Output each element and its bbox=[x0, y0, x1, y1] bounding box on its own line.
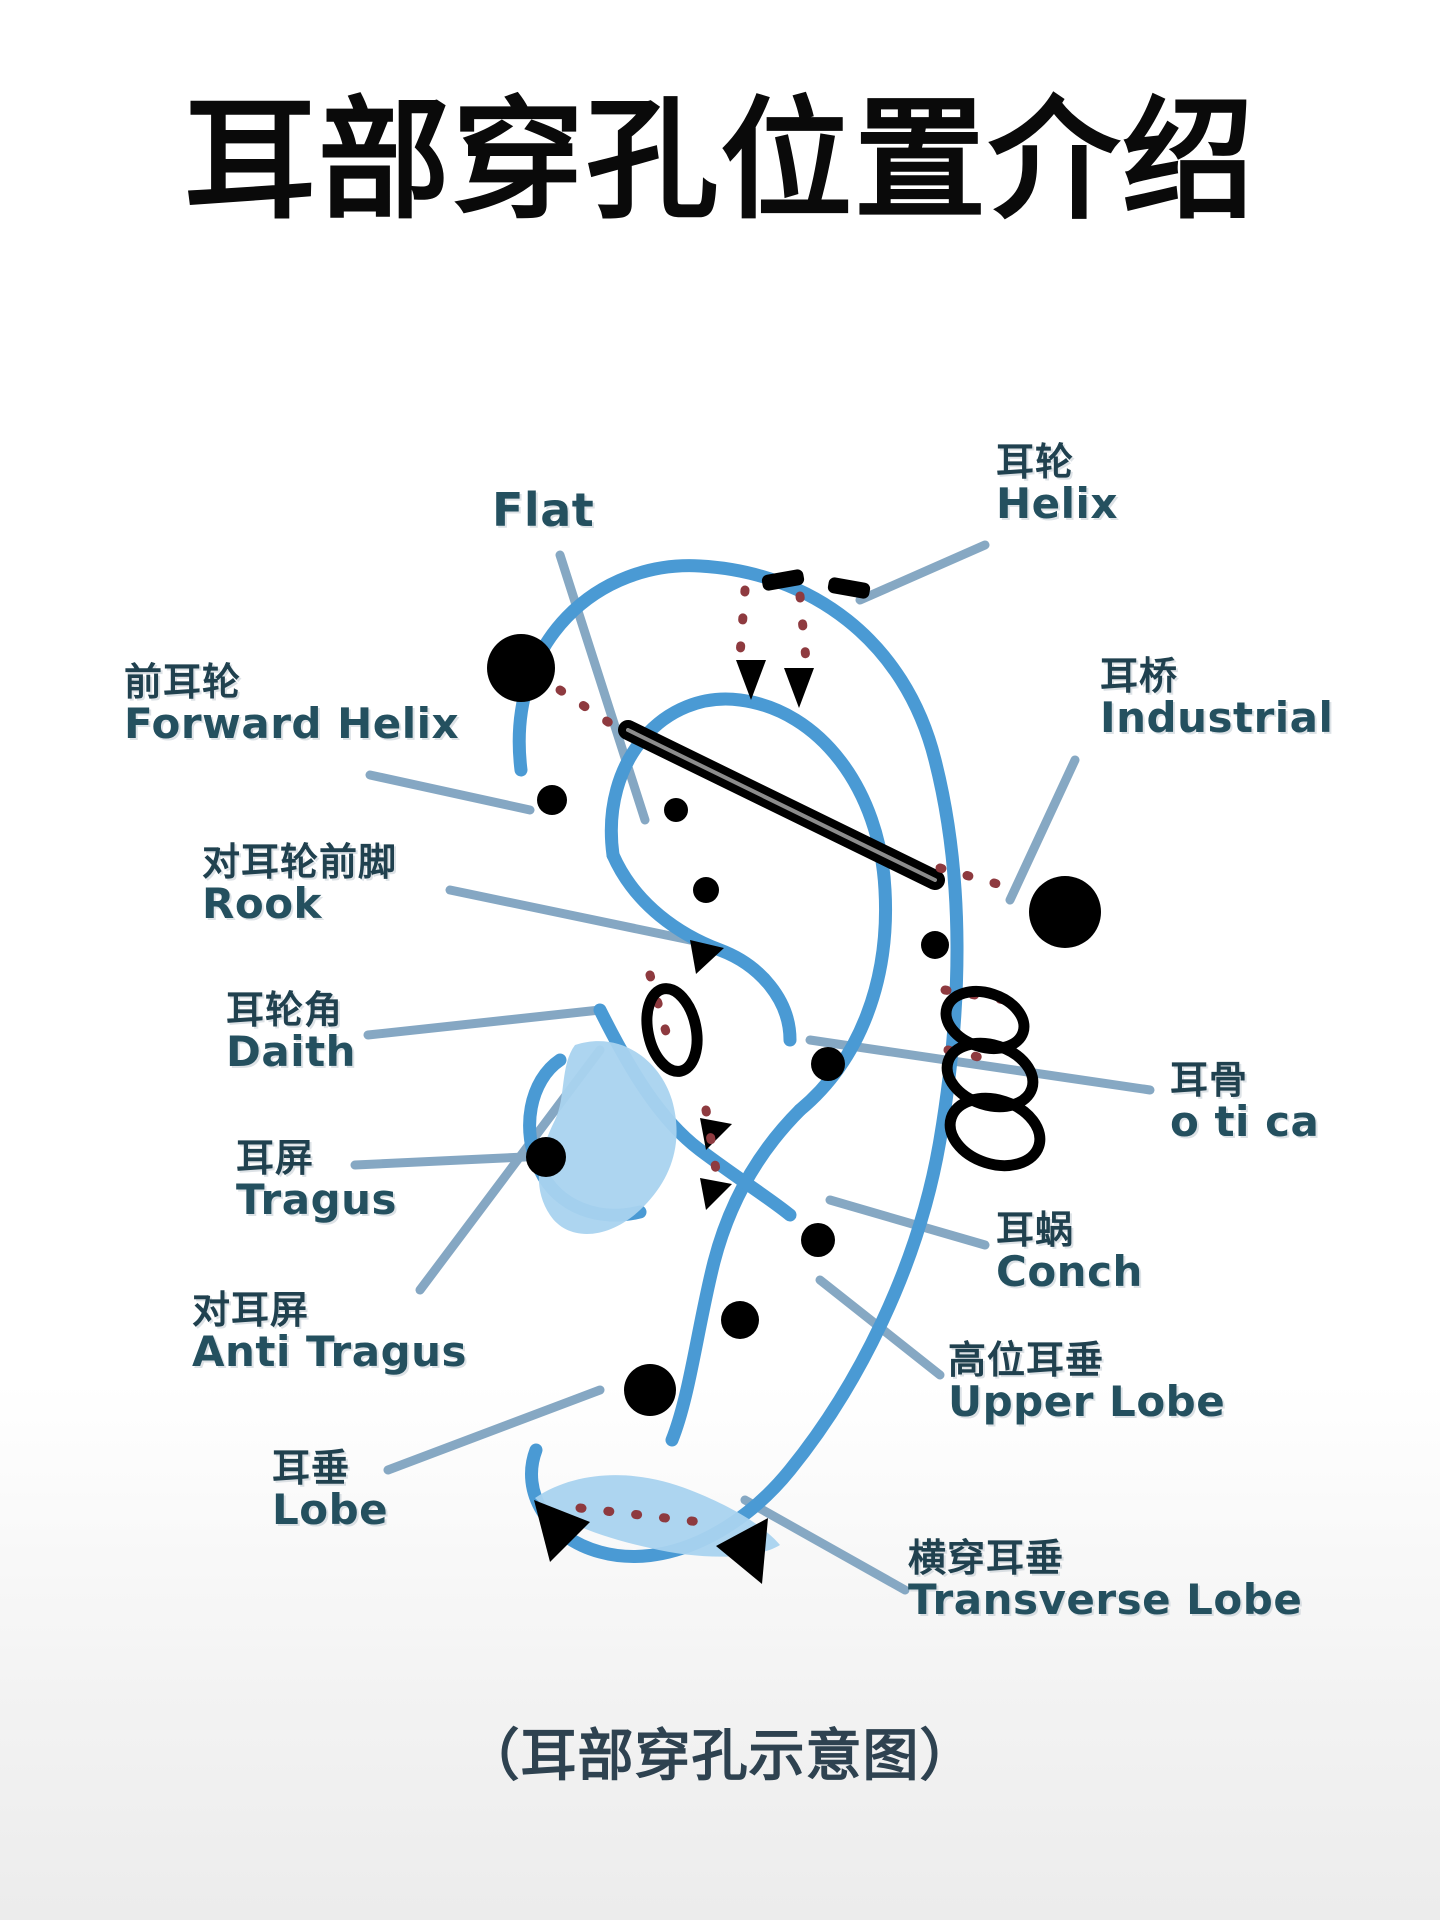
piercing-dots bbox=[487, 634, 1101, 1416]
dot-conch-upper bbox=[811, 1047, 845, 1081]
label-conch-en: Conch bbox=[996, 1247, 1143, 1297]
label-upper-lobe: 高位耳垂 Upper Lobe bbox=[948, 1340, 1225, 1425]
label-otica: 耳骨 o ti ca bbox=[1170, 1060, 1319, 1145]
dot-helix-upper bbox=[921, 931, 949, 959]
cartilage-hoops bbox=[641, 983, 1046, 1172]
daith-hoop bbox=[641, 983, 703, 1077]
leader-flat bbox=[555, 550, 650, 825]
arrow-helix-left bbox=[736, 660, 766, 700]
arrow-markers bbox=[534, 660, 814, 1584]
figure-caption: （耳部穿孔示意图） bbox=[463, 1724, 977, 1789]
label-forward-helix-cn: 前耳轮 bbox=[124, 660, 242, 704]
label-flat-en: Flat bbox=[492, 483, 595, 537]
label-daith-cn: 耳轮角 bbox=[226, 988, 344, 1032]
label-helix: 耳轮 Helix bbox=[996, 442, 1118, 527]
page-title: 耳部穿孔位置介绍 bbox=[184, 84, 1256, 238]
label-lobe-cn: 耳垂 bbox=[272, 1446, 351, 1490]
arrow-transverse-right bbox=[716, 1518, 768, 1584]
helix-bar-markers bbox=[761, 569, 871, 599]
ear-fill-shapes bbox=[535, 1041, 780, 1557]
label-daith-en: Daith bbox=[226, 1027, 357, 1077]
arrow-conch-a bbox=[700, 1118, 732, 1150]
label-rook: 对耳轮前脚 Rook bbox=[202, 842, 397, 927]
dot-conch bbox=[801, 1223, 835, 1257]
arrow-transverse-left bbox=[534, 1500, 590, 1562]
dot-forward-helix-big bbox=[487, 634, 555, 702]
arrow-conch-b bbox=[700, 1178, 732, 1210]
label-conch-cn: 耳蜗 bbox=[996, 1208, 1075, 1252]
leader-helix bbox=[855, 540, 990, 605]
label-conch: 耳蜗 Conch bbox=[996, 1210, 1143, 1295]
dot-forward-helix-sm bbox=[537, 785, 567, 815]
arrow-helix-right bbox=[784, 668, 814, 708]
label-lobe: 耳垂 Lobe bbox=[272, 1448, 388, 1533]
label-tragus-en: Tragus bbox=[236, 1175, 398, 1225]
leader-forward-helix bbox=[365, 770, 535, 815]
antihelix-stem bbox=[665, 1103, 807, 1447]
arrow-rook bbox=[690, 940, 724, 974]
label-daith: 耳轮角 Daith bbox=[226, 990, 356, 1075]
label-forward-helix: 前耳轮 Forward Helix bbox=[124, 662, 459, 747]
dot-flat bbox=[664, 798, 688, 822]
leader-conch bbox=[825, 1195, 990, 1250]
dot-industrial-big bbox=[1029, 876, 1101, 948]
label-rook-en: Rook bbox=[202, 879, 322, 929]
leader-lobe bbox=[383, 1385, 605, 1475]
label-upper-lobe-en: Upper Lobe bbox=[948, 1377, 1226, 1427]
leader-transverse-lobe bbox=[740, 1495, 910, 1595]
label-tragus: 耳屏 Tragus bbox=[236, 1138, 397, 1223]
label-tragus-cn: 耳屏 bbox=[236, 1136, 315, 1180]
label-industrial-cn: 耳桥 bbox=[1100, 654, 1179, 698]
label-helix-en: Helix bbox=[996, 479, 1119, 529]
label-industrial: 耳桥 Industrial bbox=[1100, 656, 1333, 741]
label-anti-tragus-cn: 对耳屏 bbox=[192, 1288, 310, 1332]
dot-rook bbox=[693, 877, 719, 903]
label-transverse-lobe-en: Transverse Lobe bbox=[908, 1575, 1303, 1625]
label-industrial-en: Industrial bbox=[1100, 693, 1334, 743]
label-otica-en: o ti ca bbox=[1170, 1097, 1320, 1147]
label-forward-helix-en: Forward Helix bbox=[124, 699, 460, 749]
label-lobe-en: Lobe bbox=[272, 1485, 389, 1535]
label-transverse-lobe-cn: 横穿耳垂 bbox=[908, 1536, 1065, 1580]
dot-lobe bbox=[624, 1364, 676, 1416]
industrial-bar bbox=[618, 720, 945, 890]
label-flat: Flat bbox=[492, 486, 594, 535]
leader-tragus bbox=[350, 1152, 530, 1170]
leader-industrial bbox=[1005, 755, 1080, 905]
label-transverse-lobe: 横穿耳垂 Transverse Lobe bbox=[908, 1538, 1302, 1623]
label-helix-cn: 耳轮 bbox=[996, 440, 1075, 484]
label-upper-lobe-cn: 高位耳垂 bbox=[948, 1338, 1105, 1382]
leader-otica bbox=[805, 1035, 1155, 1095]
dot-tragus bbox=[526, 1137, 566, 1177]
label-anti-tragus-en: Anti Tragus bbox=[192, 1327, 468, 1377]
leader-daith bbox=[363, 1005, 605, 1040]
concha-fill bbox=[538, 1041, 677, 1234]
lobe-fill bbox=[535, 1475, 780, 1557]
label-anti-tragus: 对耳屏 Anti Tragus bbox=[192, 1290, 467, 1375]
dot-anti-tragus bbox=[721, 1301, 759, 1339]
label-rook-cn: 对耳轮前脚 bbox=[202, 840, 398, 884]
leader-rook bbox=[445, 885, 695, 945]
label-otica-cn: 耳骨 bbox=[1170, 1058, 1249, 1102]
